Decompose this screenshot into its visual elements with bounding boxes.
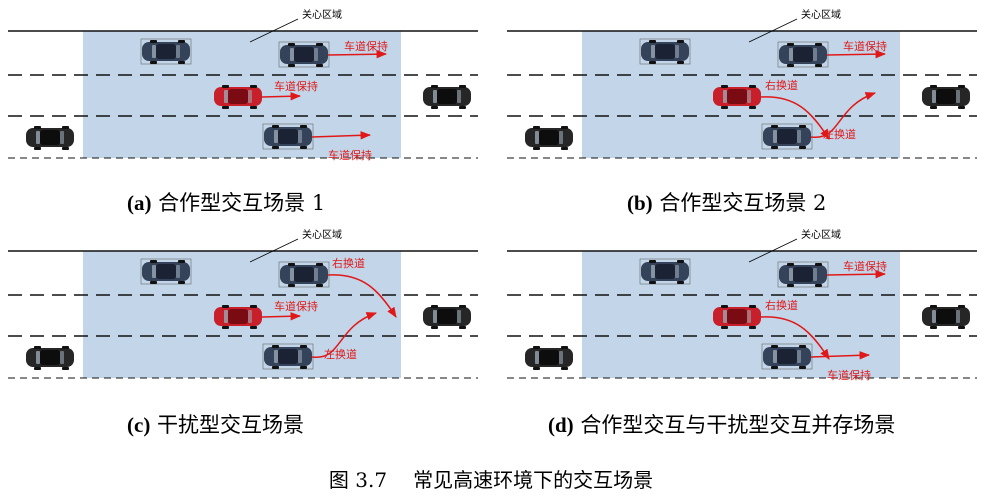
panel-caption-b: (b) 合作型交互场景 2 [627, 187, 826, 217]
car-outside-right [423, 305, 471, 329]
car-outside-left [26, 346, 74, 370]
figure-number: 图 3.7 [328, 468, 388, 492]
roi-label: 关心区域 [801, 228, 841, 241]
panel-caption-c: (c) 干扰型交互场景 [127, 409, 304, 439]
panel-tag: (b) [627, 191, 653, 215]
ego-car [214, 305, 262, 329]
roi-label: 关心区域 [302, 8, 342, 21]
car-lane-bottom [262, 343, 314, 370]
car-lane-bottom [761, 343, 813, 370]
car-outside-left [525, 346, 573, 370]
car-lane-bottom [262, 123, 314, 150]
action-label: 车道保持 [843, 259, 887, 273]
action-arrow-to_right [327, 274, 397, 318]
action-label: 右换道 [765, 298, 798, 312]
car-outside-right [922, 85, 970, 109]
action-label: 右换道 [765, 78, 798, 92]
action-arrow-straight [826, 49, 887, 59]
car-roi-top-left [639, 38, 691, 65]
panel-tag: (a) [127, 191, 152, 215]
car-lane-top [278, 261, 330, 288]
car-roi-top-left [140, 258, 192, 285]
panel-caption-text: 合作型交互场景 1 [151, 191, 326, 215]
action-arrow-straight [826, 269, 887, 279]
action-label: 车道保持 [827, 368, 871, 382]
car-roi-top-left [140, 38, 192, 65]
car-lane-top [777, 41, 829, 68]
action-label: 车道保持 [344, 39, 388, 53]
action-arrow-straight [261, 92, 302, 101]
panel-caption-text: 合作型交互与干扰型交互并存场景 [573, 413, 896, 437]
action-arrow-to_left [810, 92, 876, 138]
action-label: 右换道 [332, 256, 365, 270]
action-arrow-straight [311, 131, 372, 140]
panel-caption-text: 合作型交互场景 2 [652, 191, 827, 215]
action-arrow-straight [810, 351, 871, 360]
car-lane-top [278, 41, 330, 68]
action-arrow-straight [327, 49, 388, 59]
roi-label: 关心区域 [801, 8, 841, 21]
car-outside-right [423, 85, 471, 109]
roi-callout-line [249, 18, 299, 43]
car-lane-top [777, 261, 829, 288]
panel-caption-text: 干扰型交互场景 [150, 413, 304, 437]
car-outside-left [525, 126, 573, 150]
action-label: 车道保持 [843, 39, 887, 53]
car-outside-left [26, 126, 74, 150]
action-label: 车道保持 [274, 79, 318, 93]
figure-caption-text: 常见高速环境下的交互场景 [413, 468, 654, 492]
roi-label: 关心区域 [302, 228, 342, 241]
car-outside-right [922, 305, 970, 329]
roi-callout-line [748, 238, 798, 263]
figure-caption: 图 3.7 常见高速环境下的交互场景 [0, 464, 982, 493]
car-roi-top-left [639, 258, 691, 285]
roi-callout-line [249, 238, 299, 263]
action-arrow-to_right [760, 316, 830, 360]
ego-car [713, 85, 761, 109]
ego-car [713, 305, 761, 329]
panel-tag: (d) [548, 413, 574, 437]
action-arrow-straight [261, 312, 302, 321]
panel-caption-a: (a) 合作型交互场景 1 [127, 187, 325, 217]
panel-tag: (c) [127, 413, 151, 437]
action-arrow-to_right [760, 96, 830, 140]
action-arrow-to_left [311, 312, 377, 358]
action-label: 车道保持 [274, 299, 318, 313]
ego-car [214, 85, 262, 109]
panel-caption-d: (d) 合作型交互与干扰型交互并存场景 [548, 409, 895, 439]
action-label: 左换道 [823, 127, 856, 141]
action-label: 左换道 [324, 347, 357, 361]
roi-callout-line [748, 18, 798, 43]
action-label: 车道保持 [328, 148, 372, 162]
car-lane-bottom [761, 123, 813, 150]
